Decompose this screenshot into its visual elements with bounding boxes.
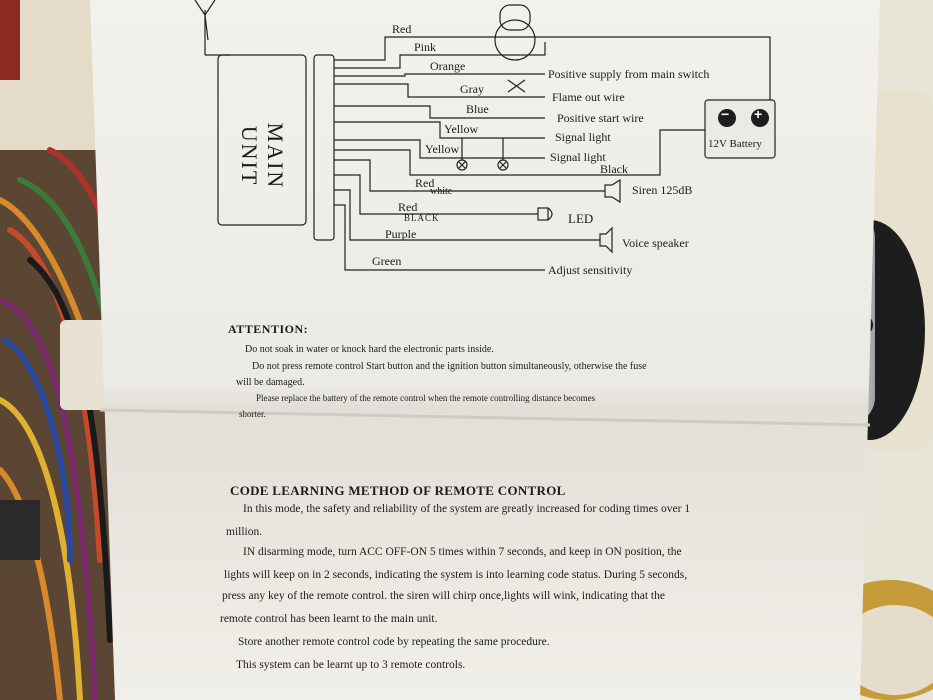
code-learning-line-5: press any key of the remote control. the… [222,590,665,602]
desc-positive-supply: Positive supply from main switch [548,67,710,81]
code-learning-line-4: lights will keep on in 2 seconds, indica… [224,569,688,581]
wire-label-yellow-2: Yellow [425,142,460,156]
attention-line-3: will be damaged. [236,377,305,388]
wire-label-orange: Orange [430,59,466,73]
main-unit-label: MAIN UNIT [236,112,288,200]
desc-voice-speaker: Voice speaker [622,236,689,250]
desc-signal-light-2: Signal light [550,150,606,164]
wire-label-yellow-1: Yellow [444,122,479,136]
attention-heading: ATTENTION: [228,322,309,336]
code-learning-line-8: This system can be learnt up to 3 remote… [236,659,466,671]
code-learning-heading: CODE LEARNING METHOD OF REMOTE CONTROL [230,483,566,498]
code-learning-line-3: IN disarming mode, turn ACC OFF-ON 5 tim… [243,546,682,558]
wire-label-purple: Purple [385,227,417,241]
battery-label: 12V Battery [708,138,762,150]
wire-label-white: white [430,186,453,197]
code-learning-line-6: remote control has been learnt to the ma… [220,613,438,625]
code-learning-line-2: million. [226,526,263,538]
code-learning-line-1: In this mode, the safety and reliability… [243,503,691,515]
wire-label-pink: Pink [414,40,437,54]
desc-flame-out: Flame out wire [552,90,625,104]
battery-plus-icon: + [754,106,763,122]
wire-label-gray: Gray [460,82,484,96]
main-unit-line-1: MAIN [263,122,288,190]
battery-minus-icon: − [721,106,730,122]
desc-signal-light-1: Signal light [555,130,611,144]
wire-label-black: BLACK [404,213,440,223]
battery: − + 12V Battery [705,100,775,158]
wire-label-blue: Blue [466,102,489,116]
attention-line-2: Do not press remote control Start button… [252,361,647,372]
desc-led: LED [568,211,594,226]
code-learning-line-7: Store another remote control code by rep… [238,636,550,648]
attention-line-4: Please replace the battery of the remote… [256,393,596,403]
desc-positive-start: Positive start wire [557,111,644,125]
desc-black: Black [600,162,628,176]
desc-adjust-sensitivity: Adjust sensitivity [548,263,633,277]
attention-line-5: shorter. [239,409,266,419]
wire-label-red-2: Red [415,176,435,190]
wire-label-red-3: Red [398,200,418,214]
wire-label-green: Green [372,254,402,268]
wire-label-red: Red [392,22,412,36]
attention-line-1: Do not soak in water or knock hard the e… [245,344,494,355]
main-unit-line-2: UNIT [237,125,262,187]
desc-siren: Siren 125dB [632,183,693,197]
